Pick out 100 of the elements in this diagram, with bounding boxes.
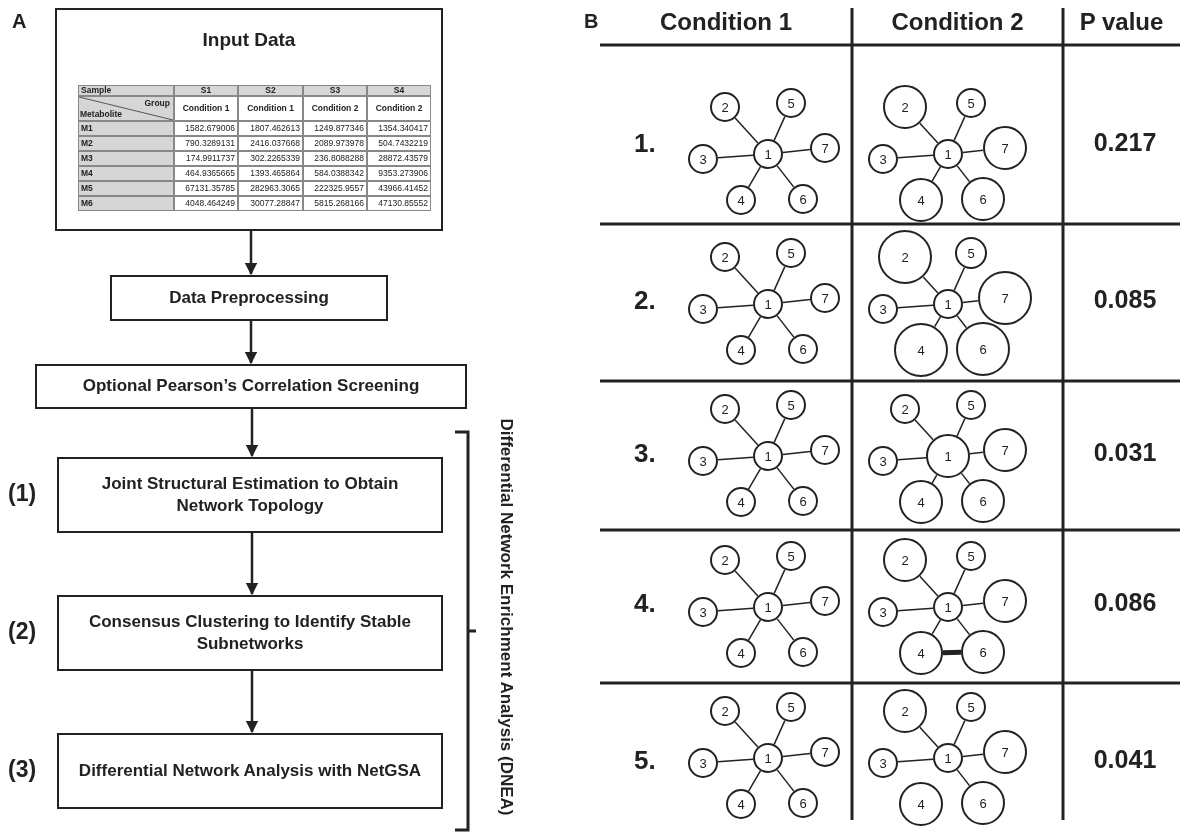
arrow [244, 321, 258, 365]
network-node: 2 [710, 242, 740, 272]
column-group-label: Group [144, 98, 170, 110]
network-node: 3 [688, 597, 718, 627]
network-node: 5 [956, 88, 986, 118]
network-edge [953, 115, 966, 142]
table-cell: 1354.340417 [367, 121, 431, 136]
row-number: 1. [634, 128, 656, 159]
network-edge [782, 148, 811, 154]
network-node: 6 [788, 334, 818, 364]
network-node: 4 [899, 178, 943, 222]
network-edge [782, 450, 811, 456]
network-node: 1 [753, 139, 783, 169]
network-edge [962, 300, 979, 304]
network-edge [897, 304, 934, 309]
network-edge [734, 721, 759, 748]
table-cell: 174.9911737 [174, 151, 238, 166]
network-node: 1 [933, 289, 963, 319]
arrow [245, 671, 259, 734]
network-node: 2 [710, 92, 740, 122]
arrow [245, 409, 259, 458]
network-node: 4 [726, 487, 756, 517]
table-cell: 1807.462613 [238, 121, 303, 136]
row-group-label: Metabolite [80, 108, 123, 120]
p-value: 0.086 [1092, 588, 1158, 617]
network-node: 2 [710, 394, 740, 424]
network-node: 5 [956, 390, 986, 420]
table-cell: S4 [367, 85, 431, 96]
network-edge [717, 456, 754, 461]
network-node: 6 [961, 630, 1005, 674]
network-node: 7 [810, 283, 840, 313]
table-cell: S3 [303, 85, 367, 96]
network-node: 1 [753, 592, 783, 622]
network-edge [933, 316, 942, 328]
table-cell: M6 [78, 196, 174, 211]
network-node: 5 [956, 541, 986, 571]
network-edge [942, 649, 962, 656]
network-edge [782, 298, 811, 304]
table-cell: S1 [174, 85, 238, 96]
table-cell: M1 [78, 121, 174, 136]
network-node: 4 [726, 638, 756, 668]
table-cell: S2 [238, 85, 303, 96]
network-edge [773, 719, 786, 746]
network-edge [773, 568, 786, 595]
row-number: 5. [634, 745, 656, 776]
network-node: 4 [726, 789, 756, 819]
network-edge [747, 316, 762, 338]
table-cell: 28872.43579 [367, 151, 431, 166]
table-cell: 584.0388342 [303, 166, 367, 181]
network-node: 4 [899, 782, 943, 826]
network-edge [717, 758, 754, 763]
network-node: 1 [933, 139, 963, 169]
process-box: Differential Network Analysis with NetGSA [57, 733, 443, 809]
process-box: Joint Structural Estimation to Obtain Network Topology [57, 457, 443, 533]
network-node: 2 [883, 85, 927, 129]
table-cell: 302.2265339 [238, 151, 303, 166]
table-cell: 2416.037668 [238, 136, 303, 151]
network-edge [747, 166, 762, 188]
network-edge [747, 770, 762, 792]
network-node: 4 [899, 480, 943, 524]
network-node: 2 [710, 545, 740, 575]
network-node: 7 [983, 126, 1027, 170]
step-number: (3) [8, 756, 37, 783]
network-node: 3 [868, 446, 898, 476]
network-edge [962, 149, 984, 154]
network-node: 1 [933, 592, 963, 622]
network-node: 2 [890, 394, 920, 424]
network-node: 5 [955, 237, 987, 269]
table-cell: M5 [78, 181, 174, 196]
table-cell: 1582.679006 [174, 121, 238, 136]
network-edge [953, 719, 966, 746]
process-box: Consensus Clustering to Identify Stable Subnetworks [57, 595, 443, 671]
network-edge [717, 607, 754, 612]
panel-letter: B [584, 10, 599, 33]
network-edge [734, 267, 759, 294]
network-node: 7 [983, 730, 1027, 774]
table-cell: M2 [78, 136, 174, 151]
network-node: 6 [788, 637, 818, 667]
table-cell: 4048.464249 [174, 196, 238, 211]
network-edge [956, 165, 971, 183]
step-number: (2) [8, 618, 37, 645]
network-edge [919, 122, 939, 144]
p-value: 0.031 [1092, 438, 1158, 467]
network-edge [734, 117, 759, 144]
arrow [245, 533, 259, 596]
network-node: 6 [788, 184, 818, 214]
network-edge [914, 419, 934, 441]
network-edge [897, 607, 934, 612]
network-edge [931, 474, 938, 484]
network-node: 7 [983, 428, 1027, 472]
network-node: 1 [753, 743, 783, 773]
row-number: 2. [634, 285, 656, 316]
network-node: 4 [726, 335, 756, 365]
network-edge [919, 726, 939, 748]
table-cell: M4 [78, 166, 174, 181]
table-cell: 1249.877346 [303, 121, 367, 136]
p-value: 0.041 [1092, 745, 1158, 774]
p-value: 0.217 [1092, 128, 1158, 157]
network-edge [776, 315, 795, 338]
network-node: 7 [810, 586, 840, 616]
